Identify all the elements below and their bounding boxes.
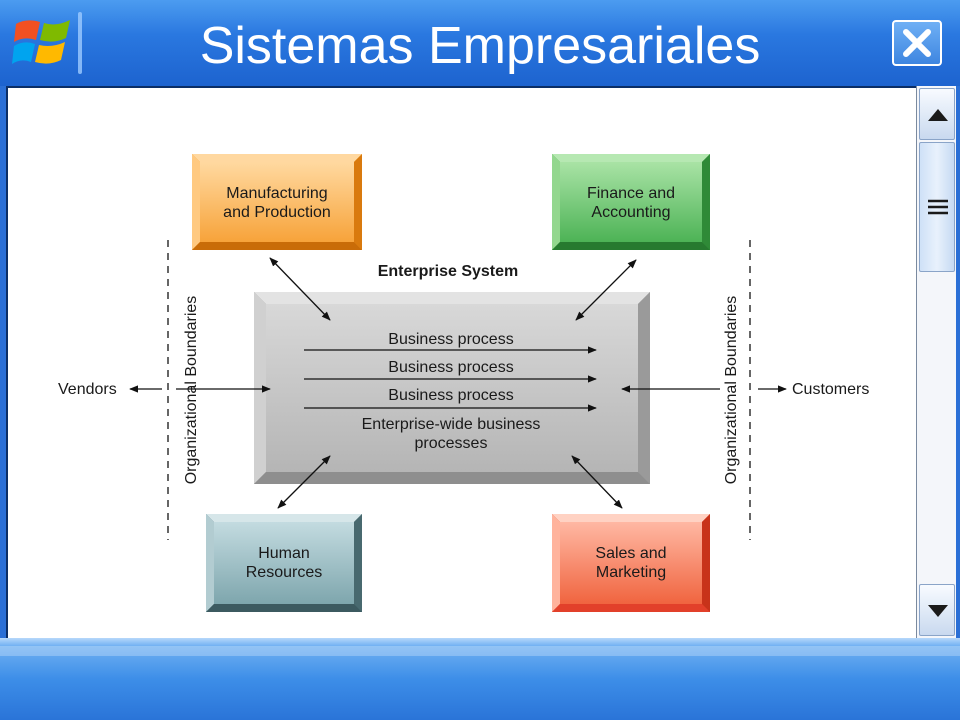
content-pane: Manufacturing and Production Finance and… [6,86,916,638]
business-process-3: Business process [388,387,513,404]
enterprise-wide-label-line2: processes [415,435,488,452]
enterprise-system-diagram: Manufacturing and Production Finance and… [58,154,869,612]
manufacturing-label-line2: and Production [223,204,331,221]
hr-label-line1: Human [258,545,310,562]
scroll-thumb[interactable] [919,142,955,272]
vendors-label: Vendors [58,381,117,398]
close-icon [903,29,931,57]
finance-label-line1: Finance and [587,185,675,202]
right-boundary-label: Organizational Boundaries [723,296,740,485]
title-separator [78,12,82,74]
enterprise-wide-label-line1: Enterprise-wide business [362,416,541,433]
grip-icon [928,199,948,215]
arrow-down-icon [928,605,948,617]
business-process-1: Business process [388,331,513,348]
manufacturing-box: Manufacturing and Production [192,154,362,250]
sales-label-line2: Marketing [596,564,666,581]
scroll-down-button[interactable] [919,584,955,636]
enterprise-system-box [254,292,650,484]
window-title: Sistemas Empresariales [199,17,761,75]
sales-label-line1: Sales and [595,545,666,562]
customers-label: Customers [792,381,869,398]
finance-box: Finance and Accounting [552,154,710,250]
arrow-sales [571,455,623,509]
finance-label-line2: Accounting [591,204,670,221]
arrow-human-resources [277,455,331,509]
arrow-finance [575,259,637,321]
arrow-up-icon [928,109,948,121]
business-process-2: Business process [388,359,513,376]
hr-label-line2: Resources [246,564,322,581]
scroll-up-button[interactable] [919,88,955,140]
close-button[interactable] [892,20,942,66]
human-resources-box: Human Resources [206,514,362,612]
vertical-scrollbar[interactable] [916,86,956,638]
manufacturing-label-line1: Manufacturing [226,185,327,202]
left-boundary-label: Organizational Boundaries [183,296,200,485]
sales-box: Sales and Marketing [552,514,710,612]
bottom-bar-highlight [0,646,960,656]
enterprise-system-title: Enterprise System [378,263,519,280]
title-bar: Sistemas Empresariales [0,0,960,86]
arrow-manufacturing [269,257,331,321]
windows-logo-icon [12,20,70,64]
bottom-bar [0,638,960,720]
